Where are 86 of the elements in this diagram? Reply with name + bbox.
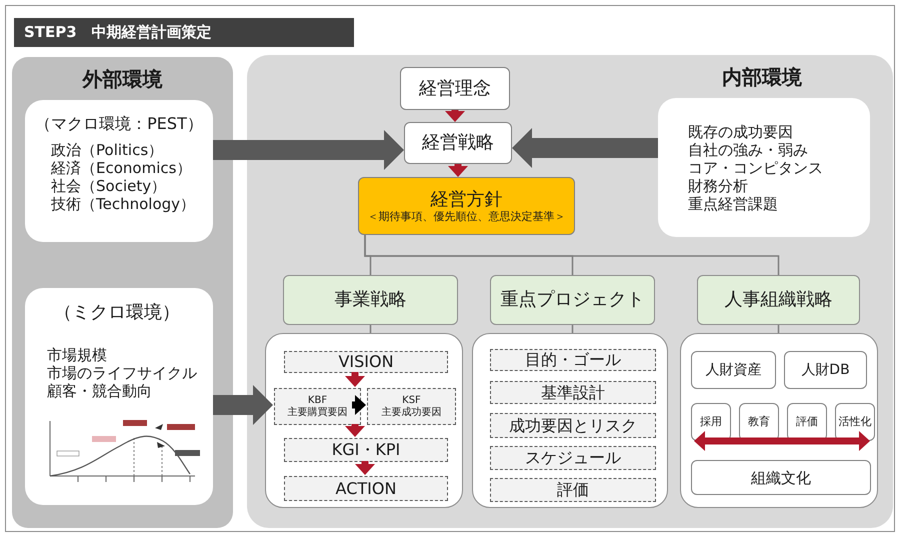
dashed-box xyxy=(284,351,448,373)
heading: （マクロ環境：PEST） xyxy=(34,114,204,134)
title-bar: STEP3 中期経営計画策定 xyxy=(14,18,354,47)
rounded-box xyxy=(472,333,668,508)
list-item: 財務分析 xyxy=(688,176,748,194)
arrow xyxy=(355,461,375,475)
box-label: KBF xyxy=(308,394,328,406)
box xyxy=(784,351,867,389)
arrow xyxy=(445,110,465,122)
list-item: 自社の強み・弱み xyxy=(688,140,808,158)
box xyxy=(691,460,871,495)
sub-label: 主要成功要因 xyxy=(382,406,442,418)
box xyxy=(835,403,875,441)
dashed-box xyxy=(490,349,656,371)
box-label: 活性化 xyxy=(838,415,872,429)
dashed-box xyxy=(490,478,656,502)
arrow xyxy=(213,130,404,170)
box-label: 基準設計 xyxy=(541,382,605,402)
list-item: 市場規模 xyxy=(47,346,108,364)
arrow xyxy=(352,395,366,415)
heading: 内部環境 xyxy=(722,65,802,89)
box xyxy=(691,351,776,389)
box-label: VISION xyxy=(338,352,394,372)
list-item: 重点経営課題 xyxy=(688,194,778,212)
box xyxy=(400,67,510,110)
box-label: 重点プロジェクト xyxy=(500,289,644,311)
list-item: 市場のライフサイクル xyxy=(47,364,198,382)
environment-panel xyxy=(247,55,893,528)
arrow xyxy=(345,424,365,437)
strategy-box xyxy=(697,275,860,325)
arrow xyxy=(448,164,468,177)
connector-line xyxy=(364,235,780,275)
strategy-box xyxy=(283,275,458,325)
box-label: 採用 xyxy=(700,415,722,429)
box-label: ACTION xyxy=(336,478,396,498)
rounded-box xyxy=(265,333,463,508)
strategy-box xyxy=(490,275,655,325)
list-item: コア・コンピタンス xyxy=(688,158,823,176)
box-label: 組織文化 xyxy=(751,468,811,486)
box-label: 事業戦略 xyxy=(334,289,406,311)
rounded-box xyxy=(658,98,870,237)
dashed-box xyxy=(274,388,361,425)
list-item: 社会（Society） xyxy=(51,177,168,196)
connector-line xyxy=(370,325,372,333)
box-label: 評価 xyxy=(796,415,818,429)
dashed-box xyxy=(490,381,656,404)
sub-label: ＜期待事項、優先順位、意思決定基準＞ xyxy=(368,210,566,224)
arrow xyxy=(345,372,365,387)
box-label: KGI・KPI xyxy=(332,440,400,460)
connector-line xyxy=(572,325,574,333)
arrow xyxy=(512,128,658,168)
box-label: 成功要因とリスク xyxy=(509,416,637,436)
policy-box xyxy=(358,177,575,235)
dashed-box xyxy=(367,388,456,425)
box-label: 評価 xyxy=(557,480,589,500)
box-label: 経営戦略 xyxy=(422,132,494,154)
rounded-box xyxy=(25,288,213,505)
box xyxy=(691,403,731,441)
connector-line xyxy=(778,325,780,333)
box-label: 教育 xyxy=(748,415,770,429)
box-label: 人事組織戦略 xyxy=(724,289,832,311)
box xyxy=(404,122,512,164)
list-item: 顧客・競合動向 xyxy=(47,382,153,400)
dashed-box xyxy=(490,413,656,438)
box-label: KSF xyxy=(402,394,421,406)
dashed-box xyxy=(284,438,448,462)
environment-panel xyxy=(12,57,233,528)
box-label: 人財資産 xyxy=(706,362,762,378)
list-item: 技術（Technology） xyxy=(51,195,196,214)
box-label: 経営理念 xyxy=(419,78,491,100)
sub-label: 主要購買要因 xyxy=(288,406,348,418)
arrow xyxy=(213,385,273,425)
arrow xyxy=(694,431,870,451)
dashed-box xyxy=(284,476,448,501)
dashed-box xyxy=(490,446,656,470)
rounded-box xyxy=(680,333,878,508)
list-item: 既存の成功要因 xyxy=(688,122,793,140)
box-label: 経営方針 xyxy=(430,188,502,210)
rounded-box xyxy=(25,100,213,242)
list-item: 政治（Politics） xyxy=(51,141,164,160)
list-item: 経済（Economics） xyxy=(51,159,192,178)
heading: 外部環境 xyxy=(82,67,162,91)
box-label: スケジュール xyxy=(525,448,621,468)
box-label: 人財DB xyxy=(801,362,850,378)
heading: （ミクロ環境） xyxy=(53,302,181,324)
box-label: 目的・ゴール xyxy=(525,350,621,370)
